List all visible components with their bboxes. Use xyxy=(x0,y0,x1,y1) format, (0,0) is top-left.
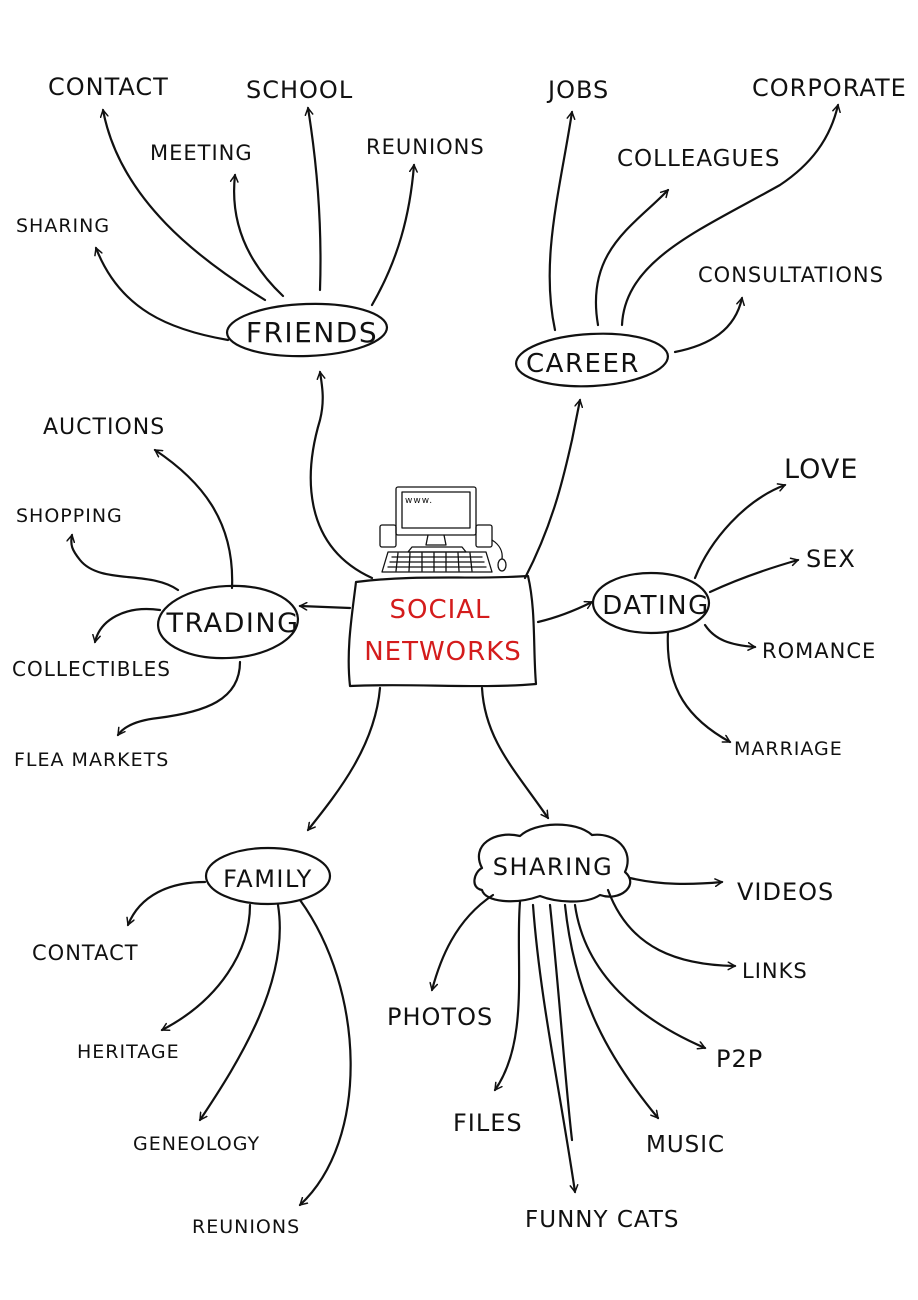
connector-friends-reunions xyxy=(370,165,414,307)
connector-center-career xyxy=(523,400,580,580)
hub-family-label: FAMILY xyxy=(223,865,313,893)
friends-item-school: SCHOOL xyxy=(246,76,353,104)
hub-friends: FRIENDS xyxy=(225,302,389,358)
hub-trading-label: TRADING xyxy=(165,608,299,639)
connector-friends-contact xyxy=(103,110,267,302)
trading-item-shopping: SHOPPING xyxy=(16,505,123,527)
connector-dating-love xyxy=(693,485,785,580)
hub-friends-label: FRIENDS xyxy=(246,316,378,349)
connector-sharing-files xyxy=(493,900,522,1090)
connector-center-friends xyxy=(309,372,374,580)
connector-sharing-music xyxy=(563,903,660,1118)
connector-center-dating xyxy=(536,600,592,624)
connector-career-colleagues xyxy=(594,190,670,327)
family-item-geneology: GENEOLOGY xyxy=(133,1133,260,1155)
connector-family-reunions xyxy=(300,898,352,1207)
hub-family: FAMILY xyxy=(204,846,332,906)
career-item-jobs: JOBS xyxy=(546,76,609,104)
sharing-item-photos: PHOTOS xyxy=(387,1003,493,1031)
trading-item-auctions: AUCTIONS xyxy=(43,415,165,440)
hub-career: CAREER xyxy=(514,332,670,388)
sharing-item-music: MUSIC xyxy=(646,1132,725,1158)
connector-career-consultations xyxy=(673,298,742,354)
hub-trading: TRADING xyxy=(156,584,300,660)
connector-family-geneology xyxy=(198,903,281,1120)
career-item-corporate: CORPORATE xyxy=(752,74,907,102)
friends-item-reunions: REUNIONS xyxy=(366,135,485,159)
connector-sharing-links xyxy=(606,888,735,966)
connector-sharing-videos xyxy=(628,876,722,884)
sharing-item-files: FILES xyxy=(453,1109,523,1137)
screen-text: www. xyxy=(405,496,433,506)
connector-dating-romance xyxy=(703,623,755,647)
connector-family-heritage xyxy=(162,903,252,1032)
trading-item-collectibles: COLLECTIBLES xyxy=(12,657,171,681)
connector-sharing-photos xyxy=(432,893,495,990)
connector-sharing-p2p xyxy=(573,903,705,1048)
friends-item-meeting: MEETING xyxy=(150,141,253,165)
connector-family-contact xyxy=(128,880,207,925)
hub-career-label: CAREER xyxy=(526,349,640,379)
hub-dating: DATING xyxy=(591,571,711,635)
dating-item-sex: SEX xyxy=(806,545,856,573)
connector-career-jobs xyxy=(548,112,572,332)
sharing-item-videos: VIDEOS xyxy=(737,878,834,906)
family-item-heritage: HERITAGE xyxy=(77,1041,180,1063)
connectors xyxy=(71,105,838,1207)
center-title-line2: NETWORKS xyxy=(364,637,522,667)
career-item-consultations: CONSULTATIONS xyxy=(698,263,884,287)
connector-friends-school xyxy=(308,108,322,292)
connector-trading-auctions xyxy=(155,448,234,590)
family-item-reunions: REUNIONS xyxy=(192,1216,300,1238)
sharing-item-links: LINKS xyxy=(742,959,808,983)
dating-item-romance: ROMANCE xyxy=(762,639,876,663)
connector-center-family xyxy=(306,686,382,830)
hub-dating-label: DATING xyxy=(602,591,709,621)
dating-item-love: LOVE xyxy=(784,454,858,485)
career-item-colleagues: COLLEAGUES xyxy=(617,146,780,172)
connector-trading-collectibles xyxy=(95,607,162,642)
sharing-item-p2p: P2P xyxy=(716,1045,763,1073)
connector-dating-sex xyxy=(708,560,798,594)
connector-dating-marriage xyxy=(666,630,730,744)
connector-trading-shopping xyxy=(71,535,180,592)
computer-icon: www. xyxy=(379,486,507,573)
connector-friends-meeting xyxy=(234,175,285,298)
dating-item-marriage: MARRIAGE xyxy=(734,738,843,760)
sharing-item-funny-cats: FUNNY CATS xyxy=(525,1207,680,1233)
connector-trading-flea-markets xyxy=(116,660,242,735)
connector-friends-sharing xyxy=(96,248,230,342)
connector-center-trading xyxy=(300,606,352,608)
connector-career-corporate xyxy=(620,105,838,327)
connector-sharing-funny-cats-2 xyxy=(548,903,574,1142)
trading-item-flea-markets: FLEA MARKETS xyxy=(14,749,169,771)
friends-item-contact: CONTACT xyxy=(48,73,169,101)
hub-sharing: SHARING xyxy=(473,823,632,903)
hub-sharing-label: SHARING xyxy=(493,853,614,881)
friends-item-sharing: SHARING xyxy=(16,215,110,237)
center-node: SOCIAL NETWORKS xyxy=(347,574,538,688)
connector-center-sharing xyxy=(480,686,550,818)
center-title-line1: SOCIAL xyxy=(389,595,490,625)
connector-sharing-funny-cats xyxy=(531,903,575,1192)
family-item-contact: CONTACT xyxy=(32,941,139,965)
